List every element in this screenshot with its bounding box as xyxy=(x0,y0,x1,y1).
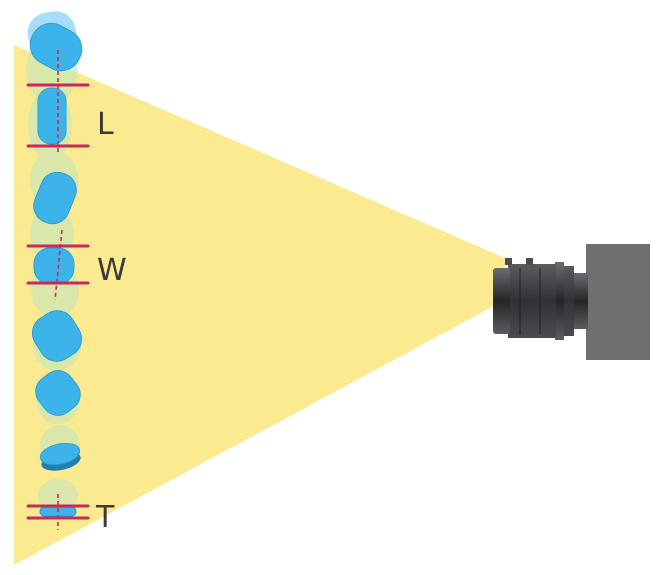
lens-icon xyxy=(493,258,588,340)
tablet-1 xyxy=(29,22,83,72)
tablet-7 xyxy=(39,442,81,466)
label-thickness: T xyxy=(95,500,115,535)
tablet-sequence xyxy=(27,11,83,517)
label-length: L xyxy=(97,107,114,142)
camera-body xyxy=(586,244,650,360)
tablet-6 xyxy=(35,370,81,416)
tablet-axes xyxy=(54,50,63,530)
measurement-bars xyxy=(26,83,90,520)
tablet-5 xyxy=(31,310,83,362)
label-width: W xyxy=(97,253,127,288)
tablet-4-width xyxy=(33,247,75,285)
tablet-3 xyxy=(33,171,77,225)
camera-icon xyxy=(493,244,650,360)
tablet-2-length xyxy=(37,87,67,145)
light-cone xyxy=(14,45,505,565)
